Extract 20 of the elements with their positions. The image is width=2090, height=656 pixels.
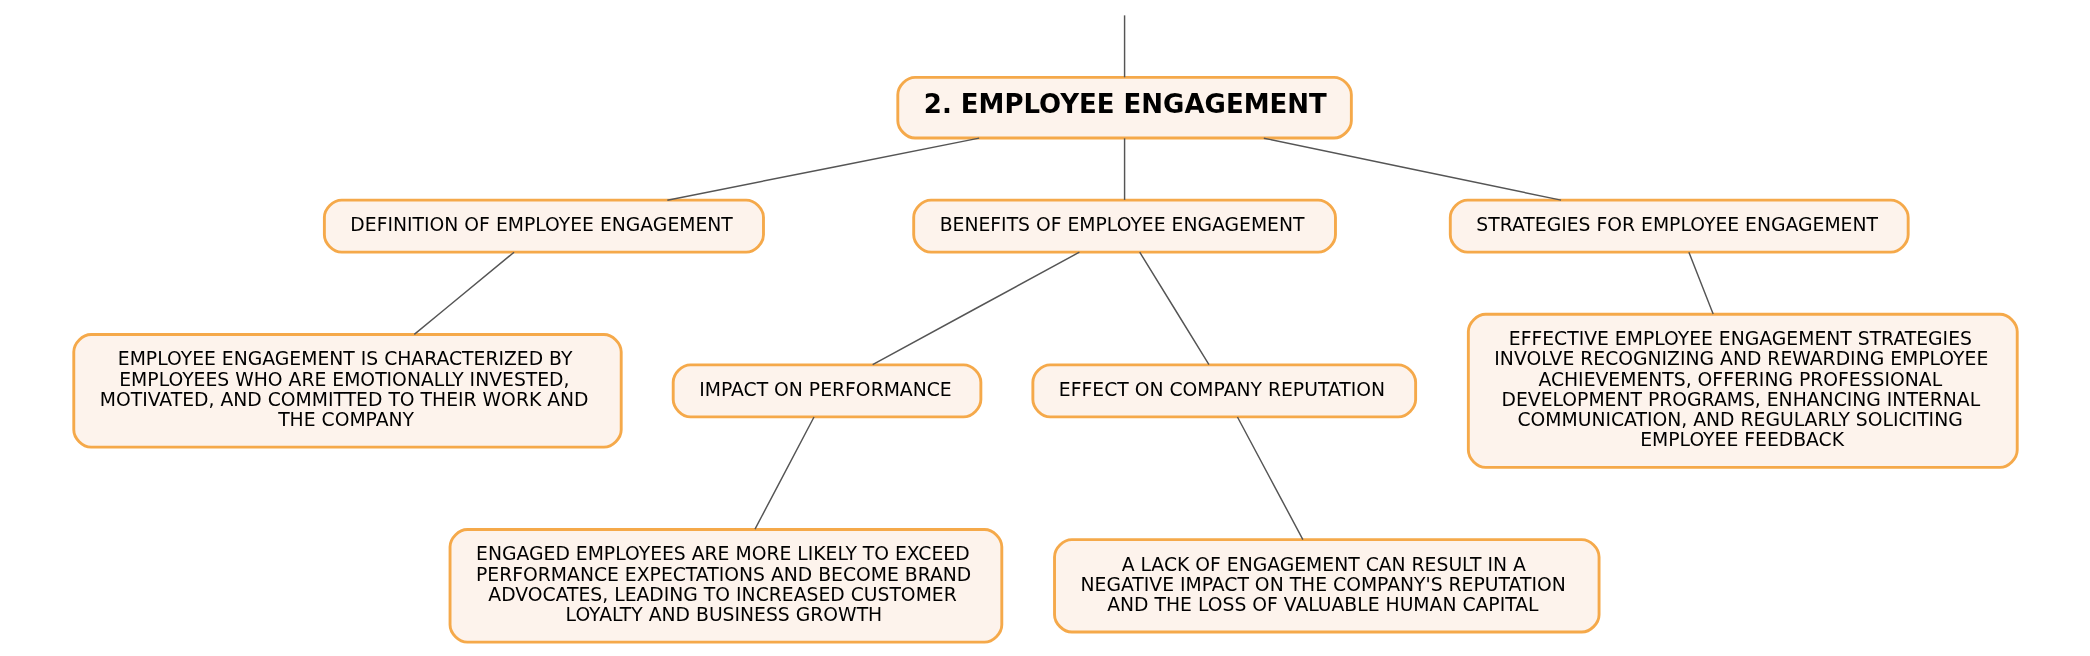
node-box: IMPACT ON PERFORMANCE [671,363,982,419]
node-box: DEFINITION OF EMPLOYEE ENGAGEMENT [322,198,765,254]
connector [1687,251,1714,315]
node-box: ENGAGED EMPLOYEES ARE MORE LIKELY TO EXCEED PERFORMANCE EXPECTATIONS AND BECOME BRAND ADVOCATES, LEADING TO INCREASED CUSTOMER LOYALTY AND BUSINESS GROWTH [448,528,1003,644]
node-box: A LACK OF ENGAGEMENT CAN RESULT IN A NEGATIVE IMPACT ON THE COMPANY'S REPUTATION AND THE LOSS OF VALUABLE HUMAN CAPITAL [1052,538,1600,634]
connector [1123,137,1125,201]
connector [1236,416,1304,541]
node-box: EFFECTIVE EMPLOYEE ENGAGEMENT STRATEGIES INVOLVE RECOGNIZING AND REWARDING EMPLOYEE ACHIEVEMENTS, OFFERING PROFESSIONAL DEVELOPMENT PROGRAMS, ENHANCING INTERNAL COMMUNICATION, AND REGULARLY SOLICITING EMPLOYEE FEEDBACK [1466,312,2019,469]
node-box: EMPLOYEE ENGAGEMENT IS CHARACTERIZED BY EMPLOYEES WHO ARE EMOTIONALLY INVESTED, MOTIVATED, AND COMMITTED TO THEIR WORK AND THE COMPANY [71,333,623,449]
node-box: STRATEGIES FOR EMPLOYEE ENGAGEMENT [1448,198,1910,254]
connector [413,251,515,336]
node-box: 2. EMPLOYEE ENGAGEMENT [895,75,1353,140]
connector [1123,14,1125,78]
connector [1262,137,1562,201]
node-box: BENEFITS OF EMPLOYEE ENGAGEMENT [911,198,1337,254]
connector [871,251,1080,366]
connector [666,137,980,201]
connector [753,416,815,530]
node-box: EFFECT ON COMPANY REPUTATION [1030,363,1417,419]
connector [1138,251,1210,366]
